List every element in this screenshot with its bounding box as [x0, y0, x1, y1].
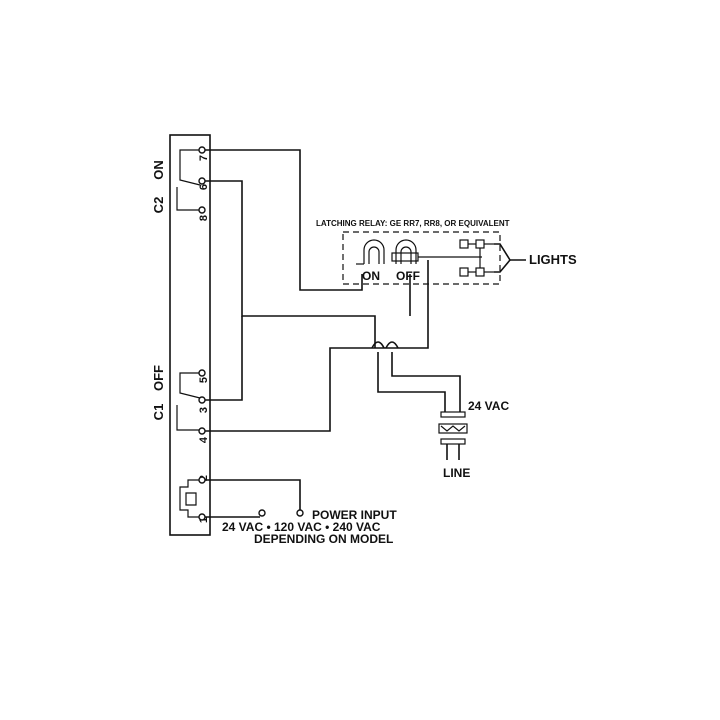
relay-contacts	[460, 240, 494, 276]
power-input-terminal-b	[297, 510, 303, 516]
lights-wire-1	[494, 244, 526, 260]
terminal-4-number: 4	[198, 436, 210, 443]
c2-label: C2	[151, 197, 166, 214]
wire-terminal-2	[205, 480, 300, 510]
transformer	[439, 412, 467, 460]
relay-off-label: OFF	[396, 269, 420, 283]
wire-to-transformer-b	[392, 352, 460, 412]
c2-contact	[177, 150, 200, 210]
lights-wire-2	[494, 260, 510, 272]
c1-contact	[177, 373, 200, 430]
wire-terminal-6	[205, 181, 375, 348]
terminal-7	[199, 147, 205, 153]
terminal-5	[199, 370, 205, 376]
terminal-3	[199, 397, 205, 403]
power-supply-element	[180, 480, 200, 517]
c2-state-label: ON	[151, 160, 166, 180]
wire-crossover-1	[372, 342, 384, 348]
c1-state-label: OFF	[151, 365, 166, 391]
lights-label: LIGHTS	[529, 252, 577, 267]
terminal-8-number: 8	[198, 215, 210, 221]
wire-terminal-4	[205, 260, 428, 431]
terminal-2	[199, 477, 205, 483]
wire-to-transformer-a	[378, 352, 445, 412]
wire-crossover-2	[386, 342, 398, 348]
terminal-5-number: 5	[198, 377, 210, 383]
c1-label: C1	[151, 404, 166, 421]
power-input-note: DEPENDING ON MODEL	[254, 532, 393, 546]
relay-title: LATCHING RELAY: GE RR7, RR8, OR EQUIVALE…	[316, 219, 510, 228]
terminal-8	[199, 207, 205, 213]
relay-on-label: ON	[362, 269, 380, 283]
terminal-4	[199, 428, 205, 434]
terminal-3-number: 3	[198, 407, 210, 413]
relay-on-coil	[356, 240, 384, 264]
terminal-1	[199, 514, 205, 520]
transformer-secondary-label: 24 VAC	[468, 399, 509, 413]
power-input-terminal-a	[259, 510, 265, 516]
terminal-7-number: 7	[198, 155, 210, 161]
transformer-primary-label: LINE	[443, 466, 470, 480]
terminal-6	[199, 178, 205, 184]
